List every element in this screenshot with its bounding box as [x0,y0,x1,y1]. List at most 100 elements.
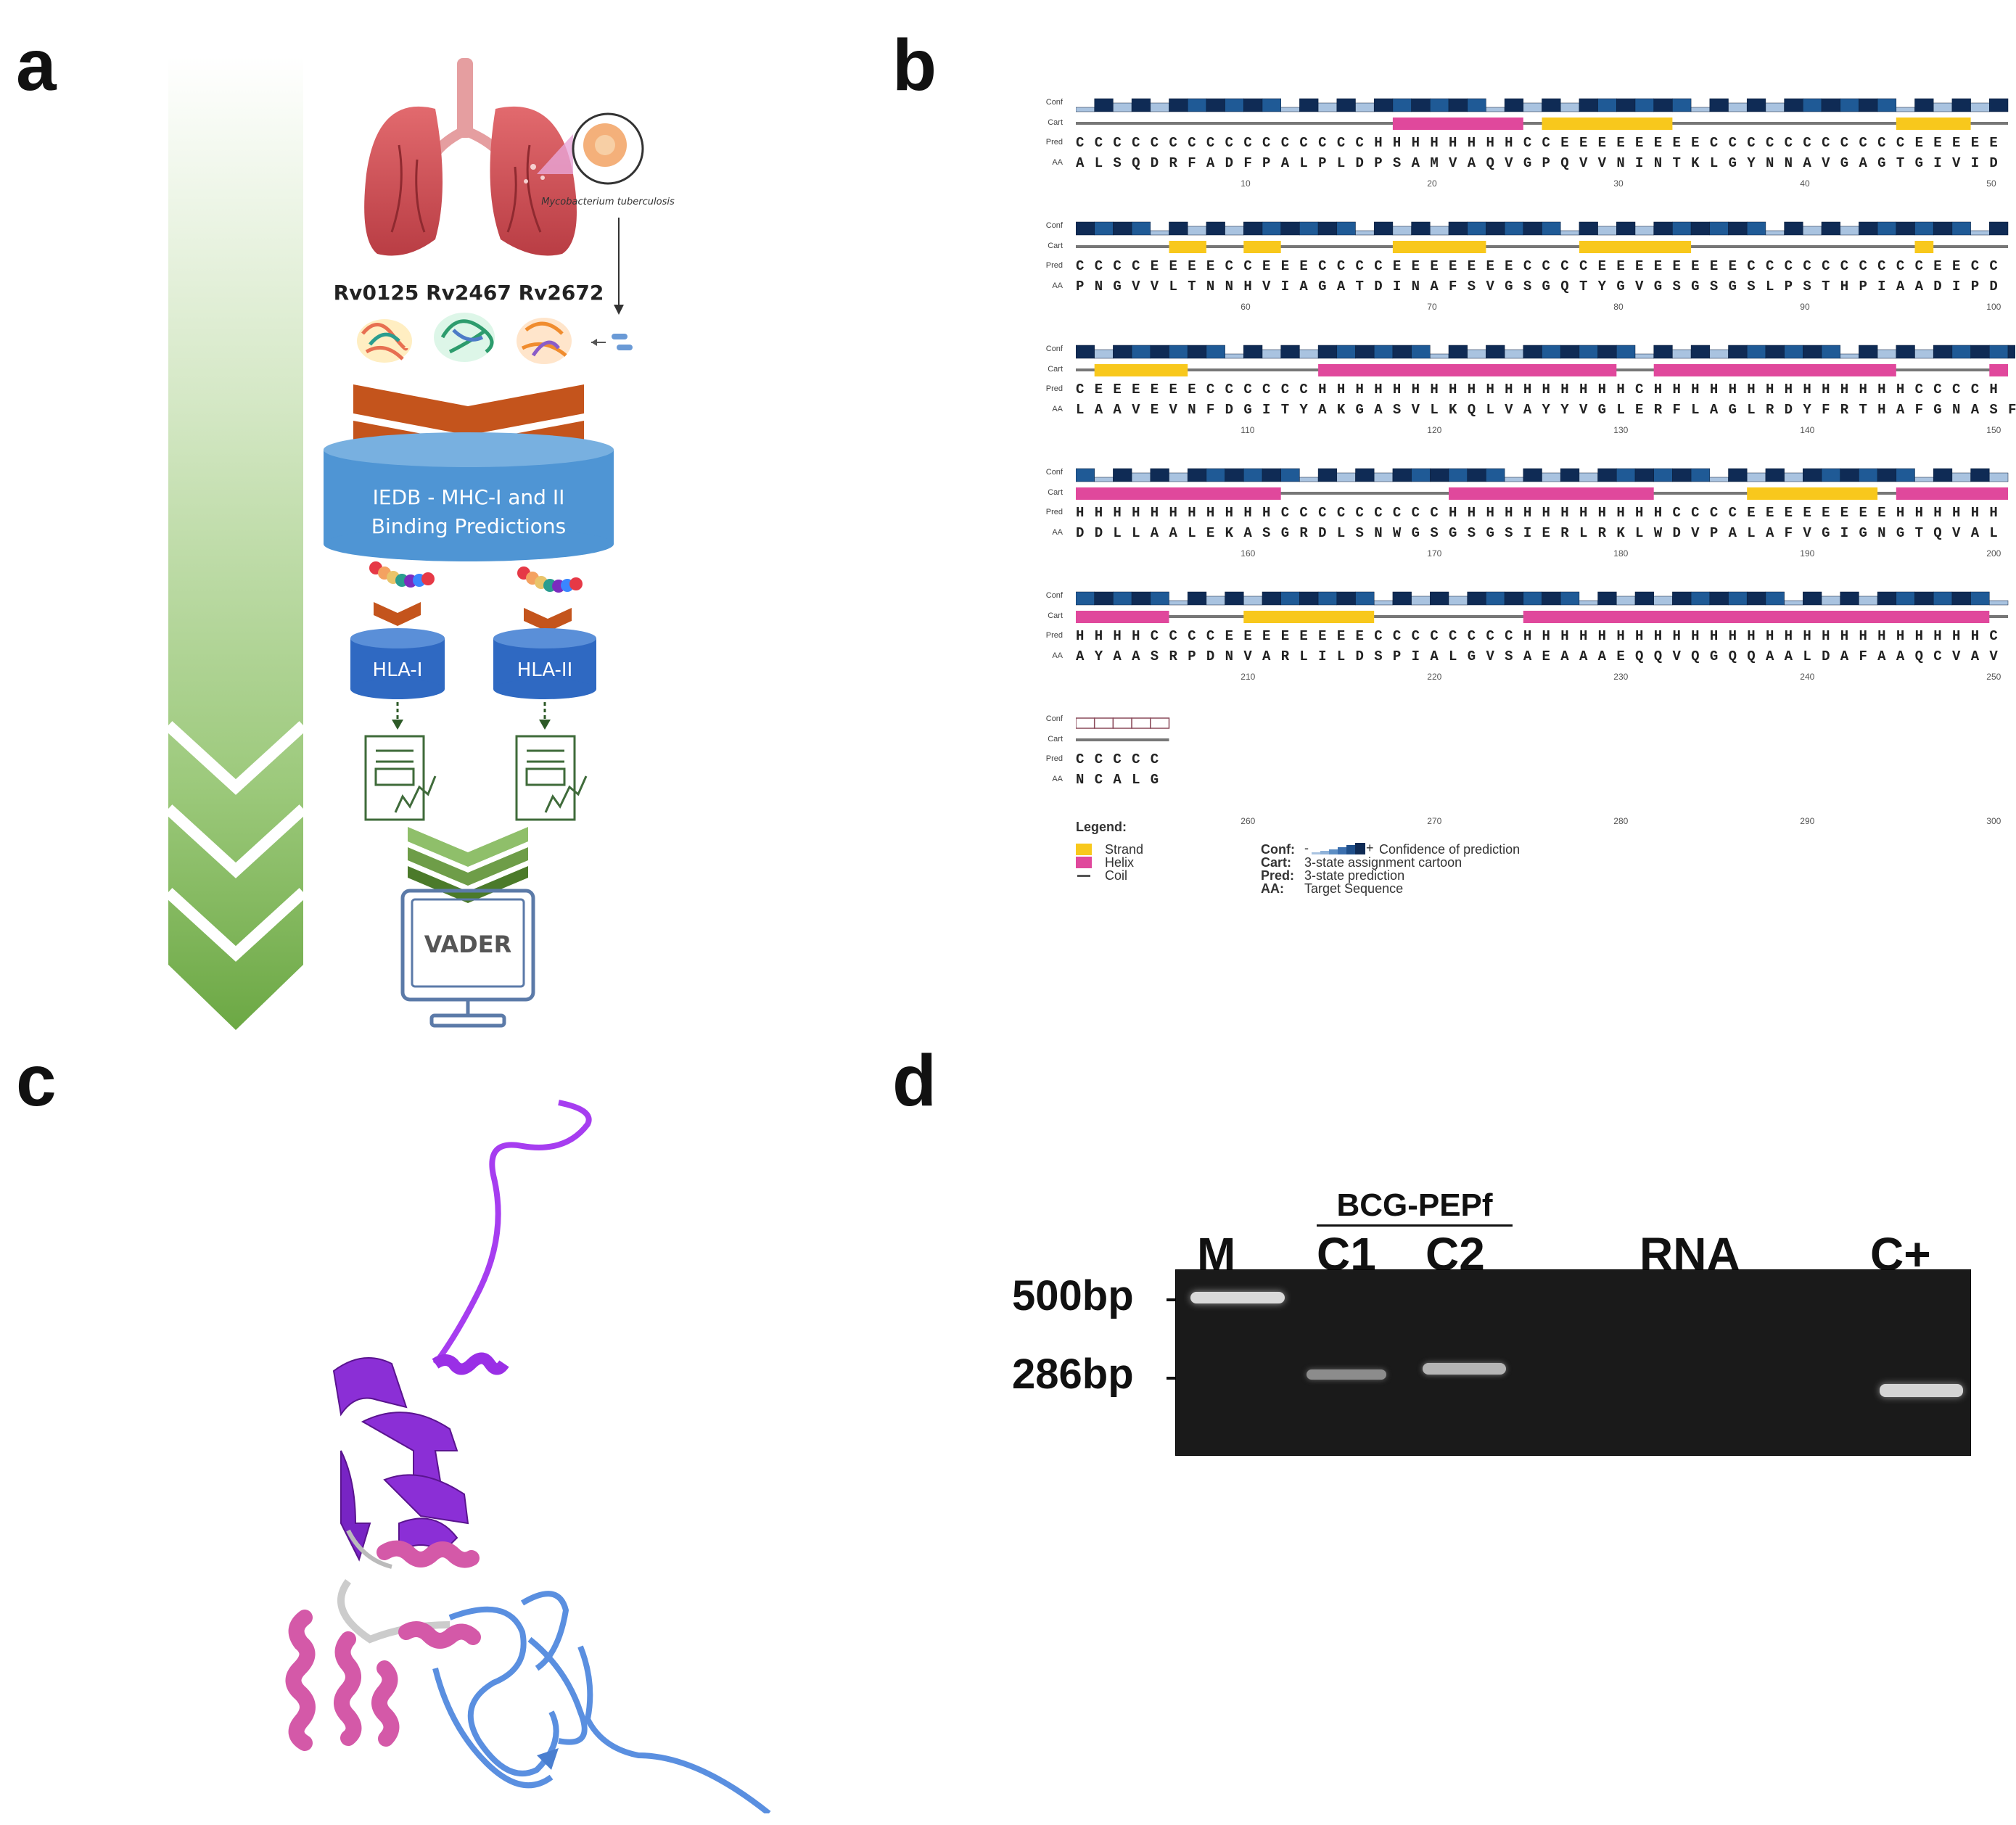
conf-bar [1486,468,1505,482]
conf-bar [1336,345,1356,359]
report-icon-left [364,735,437,821]
conf-bar [1877,221,1897,236]
marker-286bp: 286bp [1012,1351,1134,1398]
conf-bar [1840,468,1859,482]
conf-bar [1206,468,1225,482]
position-tick: 250 [1986,672,2001,682]
conf-bar [1803,468,1822,482]
conf-bar [1634,591,1654,606]
cartoon-strand [1392,241,1486,253]
conf-bar [1634,226,1654,236]
conf-bar [1150,468,1169,482]
conf-bar [1411,468,1431,482]
conf-bar [1728,591,1748,606]
row-label-aa: AA [1052,158,1063,167]
position-tick: 160 [1241,548,1256,559]
conf-bar [1187,226,1207,236]
conf-bar [1169,221,1188,236]
cartoon-strand [1896,118,1971,130]
conf-bar [1634,98,1654,112]
conf-bar [1280,468,1300,482]
legend-cart-key: Cart: [1261,855,1292,870]
conf-bar [1076,345,1095,359]
conf-bar [1430,468,1449,482]
conf-bar [1299,221,1319,236]
legend-helix: Helix [1105,855,1135,870]
conf-bar [1746,345,1766,359]
conf-bar [1690,345,1711,359]
report-icon-right [515,735,588,821]
conf-bar [1914,349,1934,359]
conf-bar [1542,472,1561,482]
conf-bar [1225,591,1244,606]
confidence-bars [1076,345,2015,376]
conf-bar [1317,591,1338,606]
conf-bar [1560,591,1580,606]
conf-bar [1113,345,1132,359]
conf-bar [1896,345,1915,359]
row-label-conf: Conf [1045,98,1063,107]
conf-bar [1150,591,1169,606]
conf-bar [1094,477,1114,482]
bacterium-label: Mycobacterium tuberculosis [541,197,675,207]
lungs-icon [364,58,577,256]
conf-bar [1206,221,1225,236]
conf-bar [1970,591,1990,606]
conf-bar [1896,468,1915,482]
conf-bar [1970,230,1990,236]
conf-bar [1392,98,1412,112]
conf-bar [1243,596,1263,606]
conf-bar [1336,472,1356,482]
conf-bar [1430,353,1449,359]
conf-bar [1076,468,1095,482]
conf-bar [1542,345,1561,359]
aa-sequence: NCALG [1076,772,1169,788]
conf-bar [1877,591,1897,606]
confidence-scale-icon [1312,843,1365,854]
row-label-aa: AA [1052,528,1063,537]
conf-bar [1355,230,1375,236]
conf-bar [1467,349,1486,359]
row-label-aa: AA [1052,405,1063,413]
conf-bar [1634,353,1654,359]
position-tick: 90 [1800,302,1810,312]
process-arrow [164,57,308,1030]
conf-bar [1411,98,1431,112]
protein-structure-ribbon [285,1100,771,1813]
position-tick: 180 [1613,548,1629,559]
cartoon-helix [1653,364,1896,376]
cartoon-helix [1392,118,1523,130]
conf-bar [1169,98,1188,112]
conf-bar [1486,345,1505,359]
cartoon-helix [1523,611,1990,623]
conf-bar [1951,472,1971,482]
conf-bar [1672,98,1692,112]
conf-bar [1728,345,1748,359]
conf-bar [1989,472,2009,482]
pred-sequence: CCCCEEEECCEEECCCCEEEEEEECCCCEEEEEEEECCCC… [1076,258,2009,274]
conf-bar [1933,221,1953,236]
conf-bar [1262,349,1281,359]
legend-strand-swatch [1076,844,1092,855]
legend-helix-swatch [1076,857,1092,868]
conf-bar [1113,221,1132,236]
cartoon-strand [1169,241,1206,253]
conf-bar [1411,221,1431,236]
conf-bar [1859,468,1878,482]
conf-bar [1206,345,1225,359]
conf-bar [1859,221,1878,236]
row-label-pred: Pred [1045,138,1063,147]
conf-bar [1448,345,1468,359]
conf-bar [1765,230,1785,236]
conf-bar [1523,591,1542,606]
conf-bar [1169,345,1188,359]
conf-bar [1653,468,1673,482]
row-label-aa: AA [1052,775,1063,783]
conf-bar [1355,468,1375,482]
conf-bar [1709,98,1729,112]
conf-bar [1076,591,1095,606]
conf-bar [1504,98,1524,112]
conf-bar [1169,472,1188,482]
